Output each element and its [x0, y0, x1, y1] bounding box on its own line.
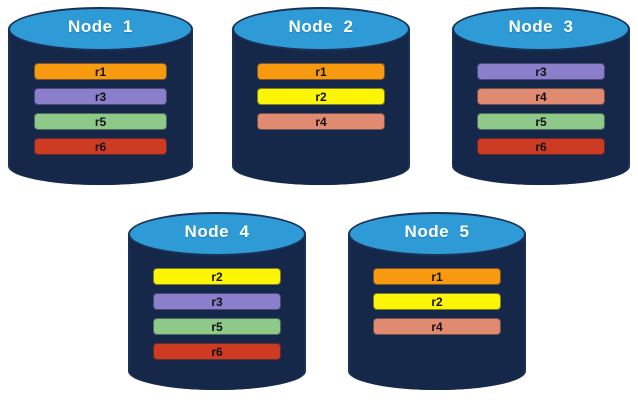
database-node-3: Node 3 r3 r4 r5 r6 [452, 7, 630, 185]
cylinder-shape [128, 212, 306, 390]
replica-bar-r3: r3 [33, 88, 168, 105]
replica-bar-r2: r2 [256, 88, 386, 105]
replica-bar-r5: r5 [476, 113, 606, 130]
cylinder-body [452, 29, 630, 185]
cylinder-body [128, 234, 306, 390]
replica-bar-r4: r4 [372, 318, 502, 335]
replica-list: r1 r3 r5 r6 [33, 63, 168, 155]
database-node-5: Node 5 r1 r2 r4 [348, 212, 526, 390]
replica-bar-r5: r5 [152, 318, 282, 335]
node-label: Node 5 [404, 222, 470, 241]
cylinder-shape [348, 212, 526, 390]
node-label: Node 4 [184, 222, 250, 241]
cylinder-top-ellipse [348, 212, 526, 256]
replica-bar-r3: r3 [152, 293, 282, 310]
replica-bar-r6: r6 [33, 138, 168, 155]
node-label: Node 2 [288, 17, 354, 36]
replica-bar-r4: r4 [476, 88, 606, 105]
node-label: Node 1 [68, 17, 133, 36]
replica-bar-r4: r4 [256, 113, 386, 130]
replica-bar-r2: r2 [372, 293, 502, 310]
database-node-4: Node 4 r2 r3 r5 r6 [128, 212, 306, 390]
replica-bar-r5: r5 [33, 113, 168, 130]
replica-bar-r6: r6 [152, 343, 282, 360]
replica-bar-r1: r1 [372, 268, 502, 285]
database-node-1: Node 1 r1 r3 r5 r6 [8, 7, 193, 185]
cylinder-top-ellipse [452, 7, 630, 51]
cylinder-top-ellipse [8, 7, 193, 51]
replica-list: r1 r2 r4 [256, 63, 386, 130]
cylinder-body [232, 29, 410, 185]
cylinder-top-ellipse [232, 7, 410, 51]
node-label: Node 3 [508, 17, 574, 36]
cylinder-shape [452, 7, 630, 185]
replica-list: r3 r4 r5 r6 [476, 63, 606, 155]
cylinder-top-ellipse [128, 212, 306, 256]
cylinder-shape [232, 7, 410, 185]
cylinder-body [348, 234, 526, 390]
replica-bar-r1: r1 [33, 63, 168, 80]
replica-list: r2 r3 r5 r6 [152, 268, 282, 360]
database-node-2: Node 2 r1 r2 r4 [232, 7, 410, 185]
replica-bar-r2: r2 [152, 268, 282, 285]
replica-bar-r6: r6 [476, 138, 606, 155]
replica-list: r1 r2 r4 [372, 268, 502, 335]
replica-bar-r3: r3 [476, 63, 606, 80]
cylinder-body [8, 29, 193, 185]
replica-bar-r1: r1 [256, 63, 386, 80]
